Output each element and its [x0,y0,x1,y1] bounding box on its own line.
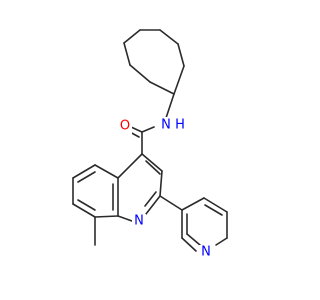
bond-pyr-e-inner [186,233,201,246]
bond-c5-c6-inner [77,171,96,183]
bond-c2-n-inner [144,191,157,207]
bond-carbonyl-o-1 [130,126,143,133]
bond-pyr-b [203,197,228,213]
molecule-diagram: O N H N N [72,29,228,261]
bond-c7-ch [173,65,185,95]
bond-c7-c8-inner [77,199,96,211]
bond-c2-pyr [159,195,183,211]
amide-group [127,93,175,155]
bond-c6-c7 [177,43,185,67]
cycloheptyl-ring [123,29,185,95]
oxygen-label: O [120,119,130,134]
bond-n-carbonyl [141,126,155,133]
amide-hydrogen-label: H [175,118,185,133]
bond-c4-c3-inner [145,160,161,175]
amide-nitrogen-label: N [161,118,171,133]
pyridine-nitrogen-label: N [201,245,211,260]
bond-pyr-b-inner [204,204,223,216]
bond-pyr-d [215,237,228,246]
bond-c5-c6 [72,164,96,179]
bond-c7-c8 [72,203,96,218]
bond-pyr-a [181,197,205,211]
bond-c4-c3 [141,153,163,172]
bond-ch-n [165,93,175,119]
bond-c8-c8a [94,215,119,218]
bond-c2-c3 [123,42,131,66]
quinoline-benzo-ring [72,164,119,246]
bond-c5-c6 [159,29,179,45]
bond-c2-n [145,195,161,215]
bond-c1-c2 [129,64,151,83]
bond-pyr-e [181,237,197,252]
molecule-svg: O N H N N [72,29,228,261]
atom-labels: O N H N N [118,117,213,261]
bond-c4a-c4 [117,153,143,179]
bond-ch-c1 [149,81,175,95]
quinoline-heteroring [117,153,163,222]
bond-c3-c2 [159,170,163,197]
bond-n-c8a [117,215,133,222]
pyridyl-ring [159,195,228,252]
bond-c4a-c5 [94,164,119,179]
quinoline-nitrogen-label: N [134,214,144,229]
bond-c3-c4 [123,29,141,44]
